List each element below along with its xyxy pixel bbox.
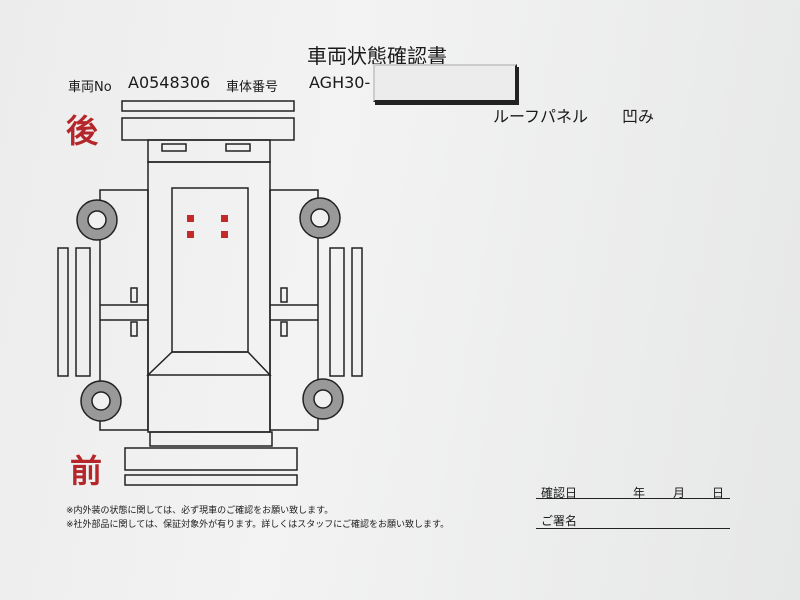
year-label: 年 [633,486,646,500]
vehicle-no: A0548306 [128,73,211,92]
note-2: ※社外部品に関しては、保証対象外が有ります。詳しくはスタッフにご確認をお願い致し… [66,520,450,530]
day-label: 日 [712,486,725,500]
wheel-icon [76,197,344,422]
date-line [536,498,730,499]
seat-marks [187,215,228,238]
rear-label: 後 [66,112,99,150]
signature-line[interactable] [536,528,730,529]
vehicle-no-label: 車両No [68,80,112,95]
redaction-sticker [373,64,517,102]
chassis-label: 車体番号 [226,80,279,95]
confirm-date-label: 確認日 [541,486,578,500]
front-label: 前 [70,452,103,490]
signature-label: ご署名 [541,514,578,528]
damage-part: ルーフパネル [493,107,589,126]
damage-type: 凹み [622,107,655,126]
month-label: 月 [673,486,686,500]
chassis-value: AGH30- [309,73,371,92]
note-1: ※内外装の状態に関しては、必ず現車のご確認をお願い致します。 [66,506,334,516]
